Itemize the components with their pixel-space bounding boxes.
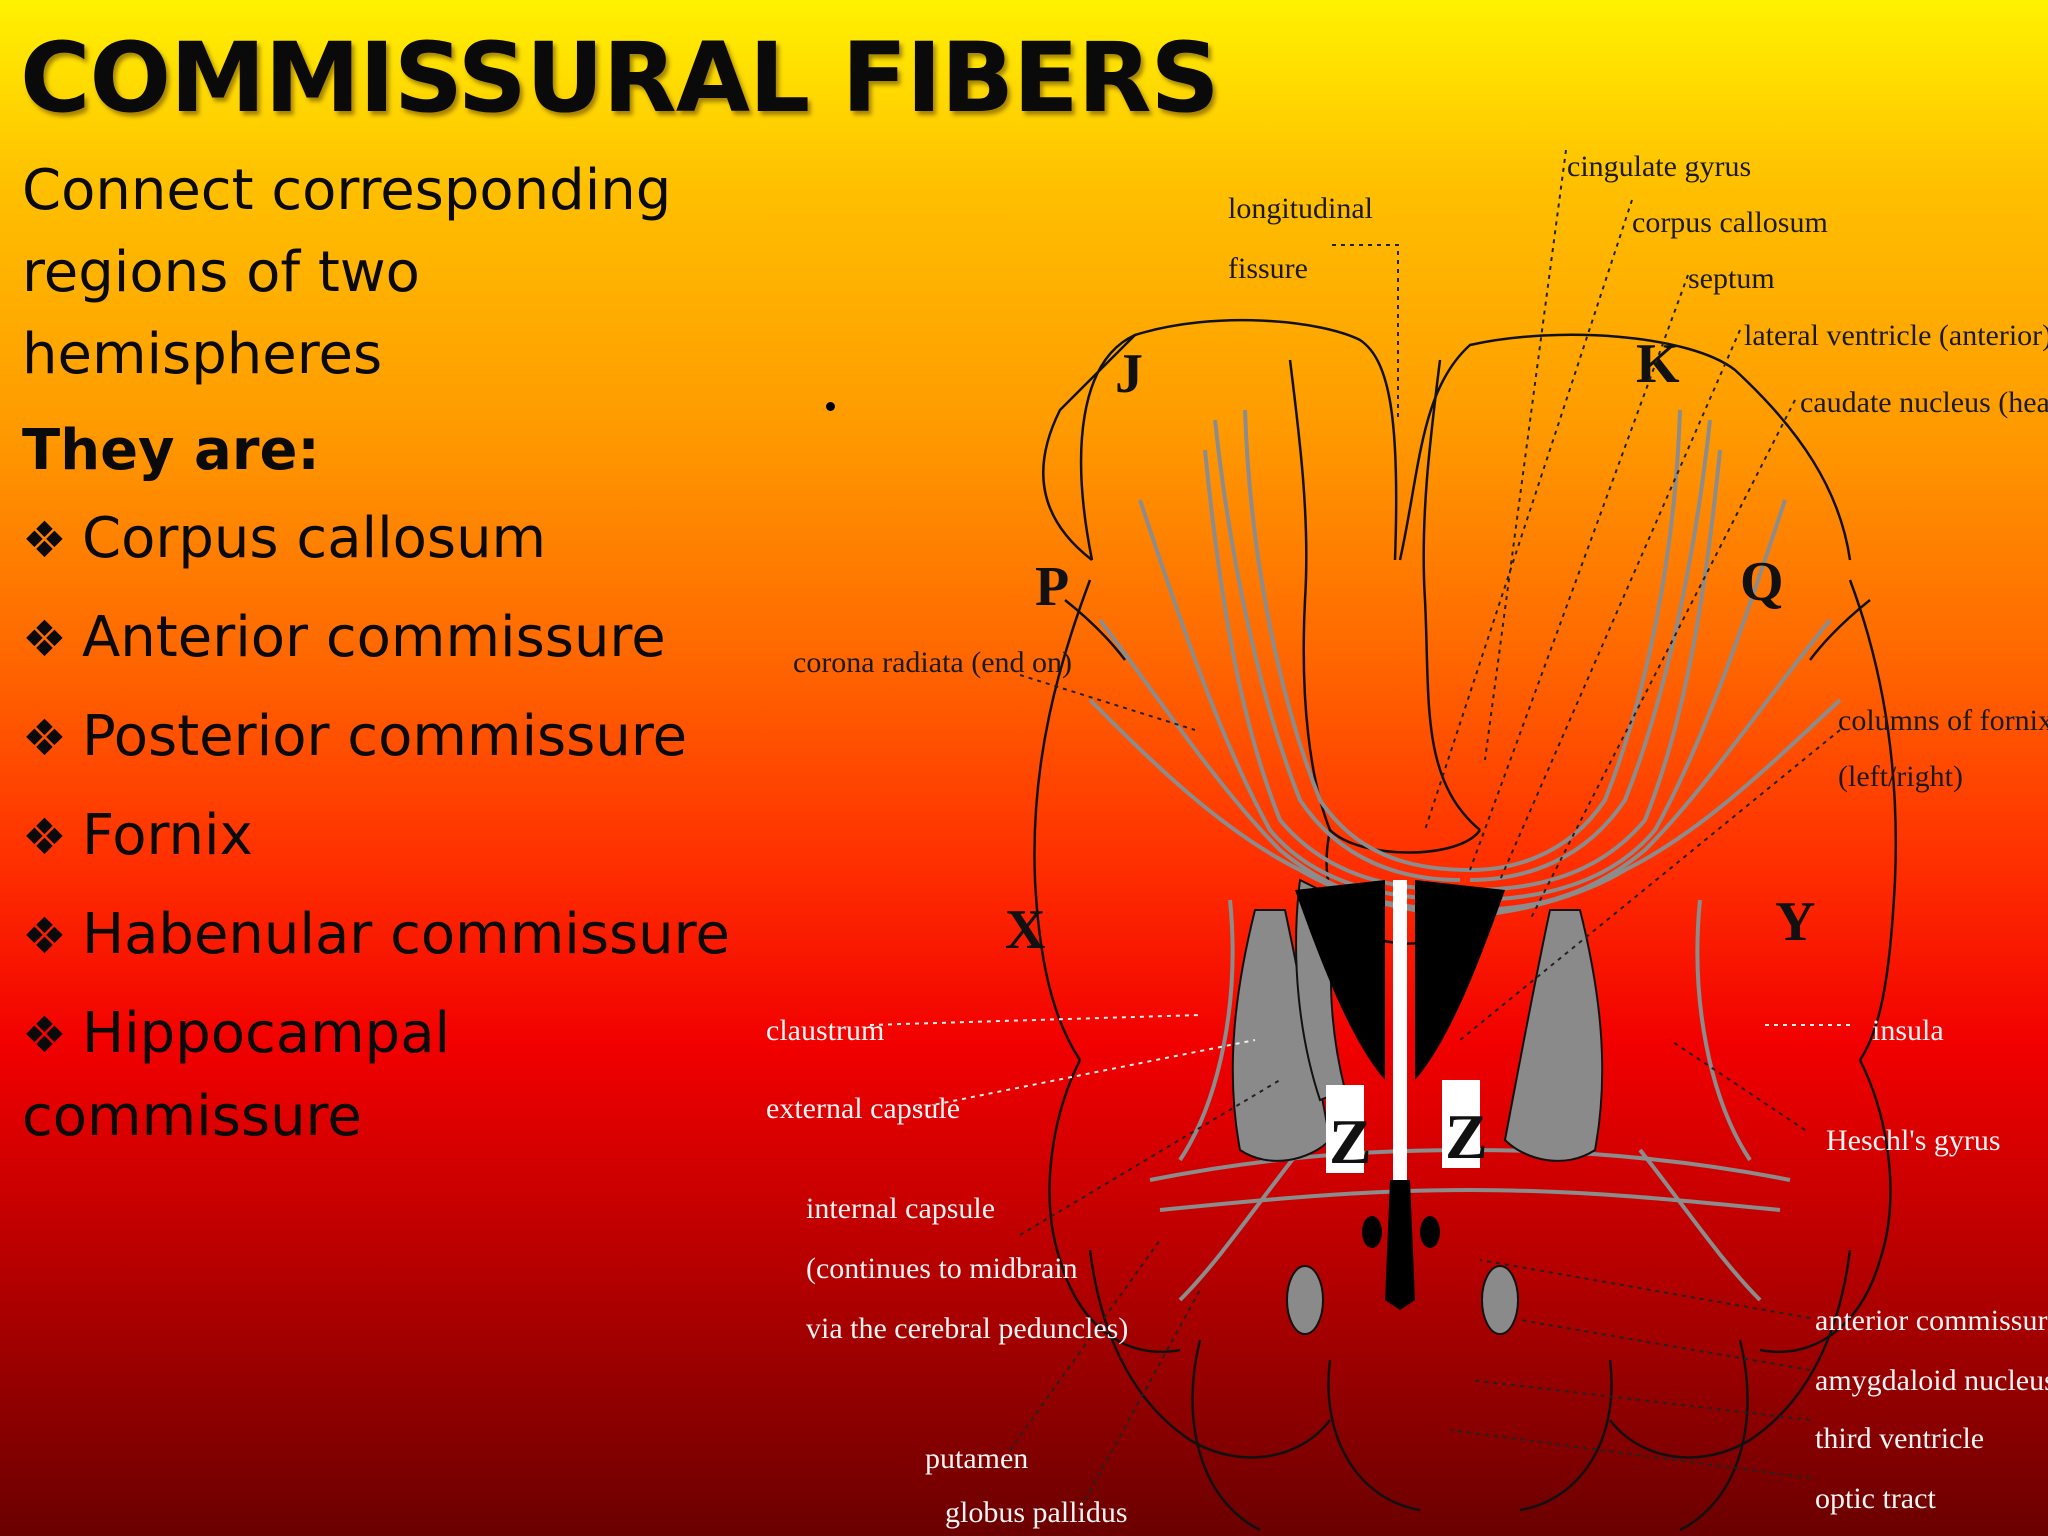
label-optic-tract: optic tract — [1815, 1482, 1936, 1515]
diamond-bullet-icon: ❖ — [22, 610, 67, 668]
letter-x: X — [1005, 899, 1045, 961]
label-caudate-nucleus: caudate nucleus (head) — [1800, 386, 2048, 419]
label-longitudinal-fissure-1: longitudinal — [1228, 192, 1373, 225]
commissural-fibers — [1088, 409, 1842, 1302]
list-item: ❖Hippocampal commissure — [22, 993, 782, 1158]
left-text-block: Connect corresponding regions of two hem… — [22, 150, 782, 1174]
diamond-bullet-icon: ❖ — [22, 709, 67, 767]
list-item: ❖ Fornix — [22, 795, 782, 878]
label-insula: insula — [1872, 1014, 1944, 1047]
list-item-label: Habenular commissure — [82, 902, 730, 967]
diamond-bullet-icon: ❖ — [22, 1006, 67, 1064]
diamond-bullet-icon: ❖ — [22, 907, 67, 965]
list-item-label: Fornix — [82, 803, 253, 868]
label-columns-fornix-1: columns of fornix — [1838, 704, 2048, 737]
list-item: ❖ Anterior commissure — [22, 597, 782, 680]
letter-q: Q — [1740, 551, 1784, 613]
letter-p: P — [1035, 556, 1069, 618]
deep-structures — [1231, 878, 1604, 1335]
list-item: ❖ Posterior commissure — [22, 696, 782, 779]
commissure-list: ❖ Corpus callosum ❖ Anterior commissure ❖ P… — [22, 498, 782, 1158]
label-corona-radiata: corona radiata (end on) — [793, 646, 1072, 679]
label-septum: septum — [1688, 262, 1775, 295]
list-item-label: Posterior commissure — [82, 704, 688, 769]
label-internal-capsule-1: internal capsule — [806, 1192, 995, 1225]
list-item: ❖ Corpus callosum — [22, 498, 782, 581]
list-item-label: Anterior commissure — [82, 605, 666, 670]
letter-y: Y — [1775, 891, 1815, 953]
letter-z-right: Z — [1445, 1101, 1488, 1172]
diamond-bullet-icon: ❖ — [22, 808, 67, 866]
label-claustrum: claustrum — [766, 1014, 884, 1047]
label-lateral-ventricle: lateral ventricle (anterior) — [1744, 319, 2048, 352]
leader-lines — [869, 149, 1855, 1501]
label-cingulate-gyrus: cingulate gyrus — [1567, 150, 1751, 183]
label-amygdaloid-nucleus: amygdaloid nucleus — [1815, 1364, 2048, 1397]
list-item: ❖ Habenular commissure — [22, 894, 782, 977]
label-internal-capsule-2: (continues to midbrain — [806, 1252, 1078, 1285]
stray-dot — [826, 402, 835, 411]
label-internal-capsule-3: via the cerebral peduncles) — [806, 1312, 1128, 1345]
label-corpus-callosum: corpus callosum — [1632, 206, 1828, 239]
slide-title: COMMISSURAL FIBERS — [20, 22, 1220, 134]
list-item-label: Corpus callosum — [82, 506, 547, 571]
label-heschls-gyrus: Heschl's gyrus — [1826, 1124, 2001, 1157]
list-item-label: Hippocampal commissure — [22, 1001, 451, 1149]
label-external-capsule: external capsule — [766, 1092, 960, 1125]
label-globus-pallidus: globus pallidus — [945, 1496, 1128, 1529]
label-third-ventricle: third ventricle — [1815, 1422, 1984, 1455]
label-longitudinal-fissure-2: fissure — [1228, 252, 1308, 285]
letter-k: K — [1636, 333, 1680, 395]
label-anterior-commissure: anterior commissure — [1815, 1304, 2048, 1337]
diamond-bullet-icon: ❖ — [22, 511, 67, 569]
subheading: They are: — [22, 418, 320, 483]
label-putamen: putamen — [925, 1442, 1028, 1475]
letter-j: J — [1115, 343, 1143, 405]
letter-z-left: Z — [1329, 1106, 1372, 1177]
label-columns-fornix-2: (left/right) — [1838, 760, 1963, 793]
intro-text: Connect corresponding regions of two hem… — [22, 158, 672, 387]
